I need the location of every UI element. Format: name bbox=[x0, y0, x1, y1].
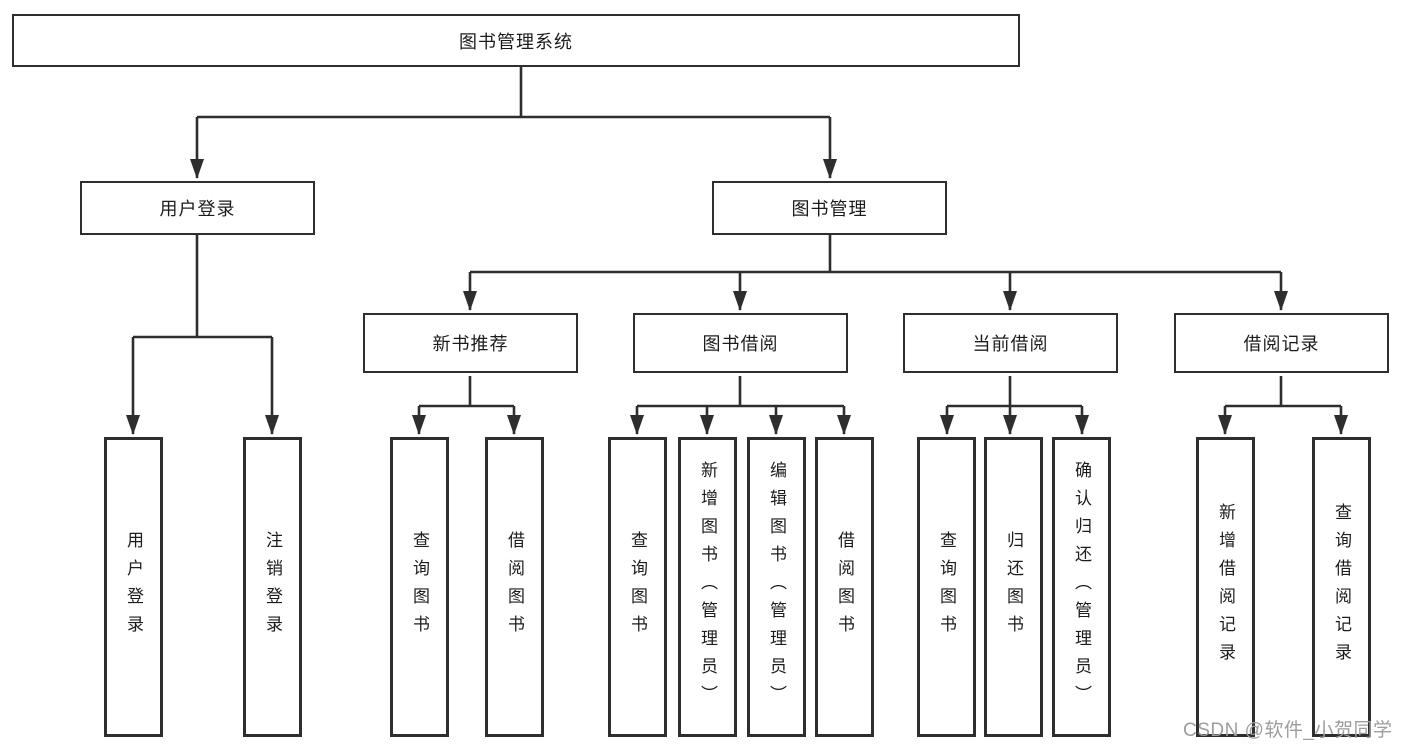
edge-user-login-branch bbox=[133, 235, 272, 339]
edge-current-branch bbox=[947, 376, 1082, 408]
leaf-add-borrow-record-label: 新增借阅记录 bbox=[1216, 503, 1235, 671]
node-new-book-recommendation-label: 新书推荐 bbox=[432, 334, 509, 354]
leaf-recommend-borrow-books-label: 借阅图书 bbox=[505, 531, 524, 643]
leaf-borrow-query-books-label: 查询图书 bbox=[628, 531, 647, 643]
leaf-edit-books-admin: 编辑图书（管理员） bbox=[747, 437, 806, 737]
leaf-borrow-books: 借阅图书 bbox=[815, 437, 874, 737]
node-book-management-label: 图书管理 bbox=[791, 199, 868, 219]
leaf-add-books-admin: 新增图书（管理员） bbox=[678, 437, 737, 737]
leaf-recommend-query-books-label: 查询图书 bbox=[410, 531, 429, 643]
node-root-label: 图书管理系统 bbox=[459, 31, 573, 52]
leaf-query-borrow-record-label: 查询借阅记录 bbox=[1332, 503, 1351, 671]
edge-records-branch bbox=[1225, 376, 1341, 408]
leaf-confirm-return-admin: 确认归还（管理员） bbox=[1052, 437, 1111, 737]
leaf-logout: 注销登录 bbox=[243, 437, 302, 737]
edge-recommendation-branch bbox=[419, 376, 514, 408]
node-borrowing-records-label: 借阅记录 bbox=[1243, 334, 1320, 354]
node-book-borrowing-label: 图书借阅 bbox=[702, 334, 779, 354]
leaf-confirm-return-admin-label: 确认归还（管理员） bbox=[1072, 461, 1091, 713]
node-user-login: 用户登录 bbox=[80, 181, 315, 235]
edge-root-branch bbox=[197, 67, 830, 119]
leaf-user-login-label: 用户登录 bbox=[124, 531, 143, 643]
node-book-borrowing: 图书借阅 bbox=[633, 313, 848, 373]
leaf-return-books-label: 归还图书 bbox=[1004, 531, 1023, 643]
leaf-add-borrow-record: 新增借阅记录 bbox=[1196, 437, 1255, 737]
leaf-logout-label: 注销登录 bbox=[263, 531, 282, 643]
edge-book-management-branch bbox=[470, 235, 1281, 274]
leaf-edit-books-admin-label: 编辑图书（管理员） bbox=[767, 461, 786, 713]
leaf-current-query-books-label: 查询图书 bbox=[937, 531, 956, 643]
node-current-borrowing: 当前借阅 bbox=[903, 313, 1118, 373]
csdn-watermark: CSDN @软件_小贺同学 bbox=[1183, 720, 1393, 741]
leaf-user-login: 用户登录 bbox=[104, 437, 163, 737]
node-current-borrowing-label: 当前借阅 bbox=[972, 334, 1049, 354]
node-new-book-recommendation: 新书推荐 bbox=[363, 313, 578, 373]
leaf-borrow-query-books: 查询图书 bbox=[608, 437, 667, 737]
node-root: 图书管理系统 bbox=[12, 14, 1020, 67]
edge-borrowing-branch bbox=[637, 376, 844, 408]
leaf-borrow-books-label: 借阅图书 bbox=[835, 531, 854, 643]
leaf-recommend-query-books: 查询图书 bbox=[390, 437, 449, 737]
leaf-query-borrow-record: 查询借阅记录 bbox=[1312, 437, 1371, 737]
leaf-recommend-borrow-books: 借阅图书 bbox=[485, 437, 544, 737]
node-book-management: 图书管理 bbox=[712, 181, 947, 235]
leaf-current-query-books: 查询图书 bbox=[917, 437, 976, 737]
node-borrowing-records: 借阅记录 bbox=[1174, 313, 1389, 373]
node-user-login-label: 用户登录 bbox=[159, 199, 236, 219]
leaf-add-books-admin-label: 新增图书（管理员） bbox=[698, 461, 717, 713]
leaf-return-books: 归还图书 bbox=[984, 437, 1043, 737]
